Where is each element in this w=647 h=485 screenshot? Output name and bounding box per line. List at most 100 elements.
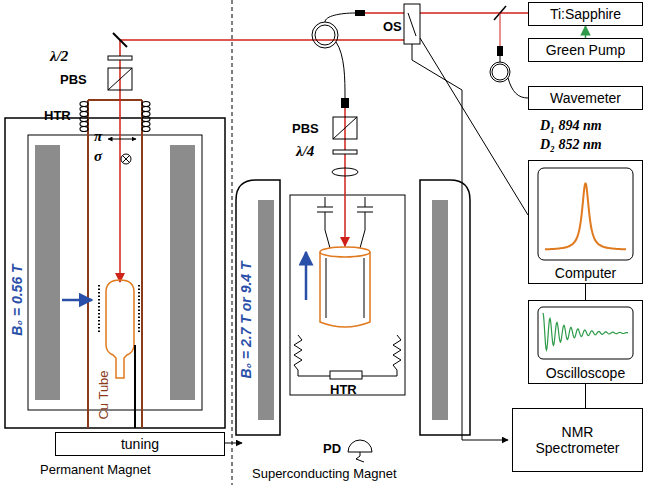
cu-tube-wall [141, 100, 143, 428]
heater-lead [298, 376, 397, 377]
rf-coil [138, 285, 140, 332]
field-label: B₀ = 0.56 T [10, 264, 25, 335]
part-label: HTR [330, 382, 357, 397]
heater-coil-turn [142, 107, 150, 112]
instrument-box: tuning [55, 432, 225, 456]
pump-arrow [585, 26, 587, 38]
probe-rod [134, 345, 136, 428]
heater [330, 371, 362, 379]
instrument-box: Wavemeter [528, 86, 643, 110]
laser-beam [420, 12, 528, 14]
photodiode-lead [356, 452, 364, 462]
field-label: B₀ = 2.7 T or 9.4 T [239, 261, 254, 378]
mirror [113, 33, 127, 47]
quarter-wave-plate [333, 150, 357, 154]
fiber-connector [341, 98, 349, 108]
laser-beam [365, 12, 404, 14]
part-label: π [94, 129, 102, 144]
fiber-coil [315, 25, 335, 45]
heater-coil-turn [80, 122, 88, 127]
part-label: λ/2 [50, 49, 68, 64]
polarizing-beam-splitter [108, 68, 132, 90]
sc-coil [432, 200, 448, 420]
fiber-coil [492, 64, 508, 80]
heater-coil-turn [142, 117, 150, 122]
vapor-cell [106, 280, 134, 378]
computer-screen [538, 168, 633, 260]
node-label: tuning [121, 436, 159, 452]
part-label: λ/4 [296, 144, 314, 159]
fiber [325, 13, 355, 98]
circular-polarization [332, 168, 358, 176]
heater-coil-turn [142, 112, 150, 117]
node-label: NMR Spectrometer [535, 424, 620, 456]
control-line [420, 38, 528, 215]
node-label: Computer [555, 265, 616, 281]
oscilloscope-box: Oscilloscope [528, 300, 643, 384]
heater-resistor [294, 335, 401, 376]
rf-coil [98, 285, 100, 332]
fiber-connector [497, 46, 503, 56]
scope-screen [538, 307, 633, 359]
node-label: Wavemeter [550, 90, 621, 106]
field-label: Cu Tube [96, 370, 111, 419]
polarization-out-of-page [123, 156, 130, 163]
laser-beam [120, 39, 404, 41]
part-label: PBS [60, 72, 87, 87]
cu-tube-wall [87, 100, 89, 428]
field-arrow [62, 299, 92, 302]
fiber-coil [312, 22, 338, 48]
part-label: D₁ 894 nm [540, 118, 602, 133]
divider-line [232, 0, 233, 485]
cu-tube-cap [88, 99, 142, 101]
resistor-symbol [393, 335, 401, 376]
part-label: PBS [292, 121, 319, 136]
cryostat-wall [236, 180, 280, 435]
magnet-yoke [5, 118, 225, 428]
signal-cable [585, 284, 586, 300]
heater-coil-turn [80, 112, 88, 117]
signal-cable [585, 384, 586, 408]
fiber [500, 56, 528, 98]
polarization-arrow [108, 139, 136, 140]
part-label: Permanent Magnet [40, 462, 151, 477]
polarization-out-of-page [121, 154, 131, 164]
part-label: OS [383, 19, 402, 34]
photodiode [348, 440, 372, 452]
vapor-cell [320, 247, 370, 257]
vapor-cell [320, 252, 370, 327]
half-wave-plate [108, 56, 132, 60]
sc-coil [258, 200, 274, 420]
magnet-pole [35, 145, 60, 400]
instrument-box: Ti:Sapphire [528, 2, 643, 26]
node-label: Oscilloscope [546, 365, 625, 381]
optical-switch [408, 13, 416, 36]
node-label: Ti:Sapphire [550, 6, 621, 22]
heater-coil [80, 102, 150, 132]
part-label: HTR [44, 108, 71, 123]
node-label: Green Pump [546, 42, 625, 58]
field-arrow [305, 252, 308, 300]
fid-signal [543, 313, 628, 350]
heater-coil-turn [142, 122, 150, 127]
instrument-box: NMR Spectrometer [512, 408, 643, 472]
resonance-curve [545, 183, 626, 249]
part-label: PD [323, 441, 341, 456]
heater-coil-turn [80, 117, 88, 122]
heater-coil-turn [80, 107, 88, 112]
heater-coil-turn [142, 127, 150, 132]
optical-switch [404, 4, 420, 44]
fiber-connector [355, 10, 365, 16]
heater-coil-turn [80, 102, 88, 107]
magnet-gap [28, 135, 202, 410]
magnet-pole [170, 145, 195, 400]
laser-beam [500, 13, 501, 46]
computer-box: Computer [528, 160, 643, 284]
rf-coil [326, 258, 364, 318]
probe-body [290, 195, 405, 395]
laser-beam [119, 40, 121, 282]
instrument-box: Green Pump [528, 38, 643, 62]
polarizing-beam-splitter [333, 117, 357, 139]
